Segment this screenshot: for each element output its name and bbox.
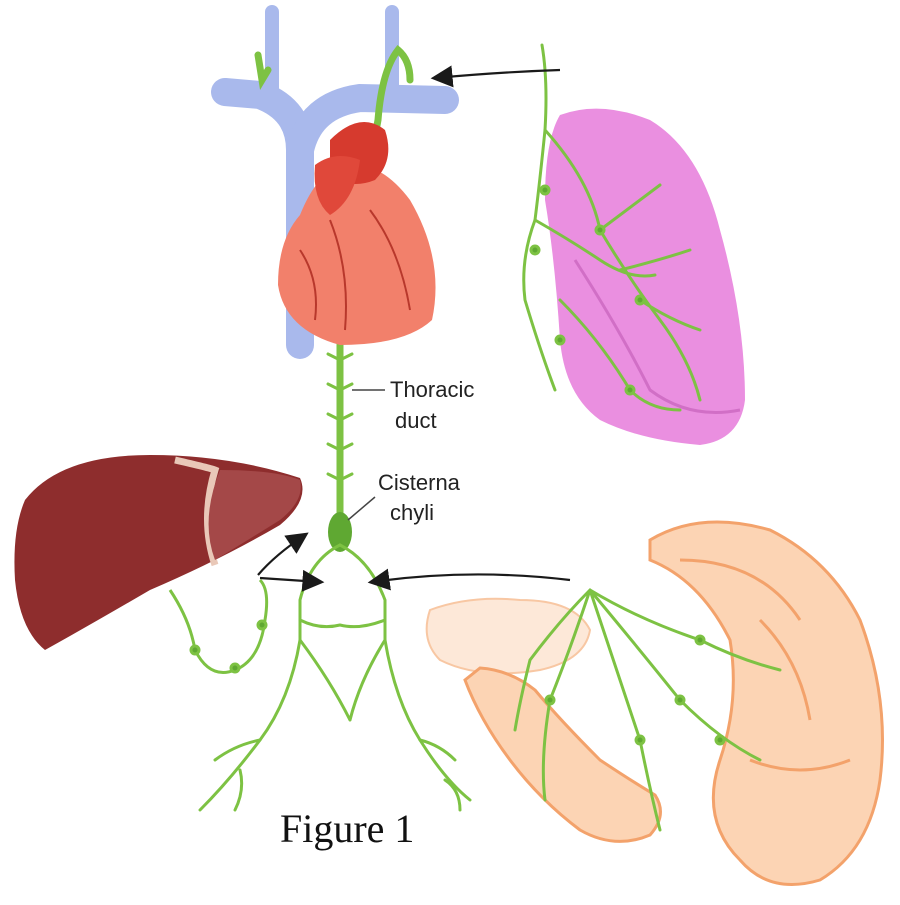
intestine-icon xyxy=(427,522,883,885)
arrow-lung-to-vein xyxy=(435,70,560,78)
arrow-liver-to-duct xyxy=(258,535,305,575)
thoracic-duct-label-line2: duct xyxy=(395,408,437,434)
lower-lymph-branches xyxy=(200,545,470,810)
thoracic-duct-label-line1: Thoracic xyxy=(390,377,474,403)
figure-caption: Figure 1 xyxy=(280,805,414,852)
cisterna-chyli-label-line2: chyli xyxy=(390,500,434,526)
arrow-liver-to-cistern xyxy=(260,578,320,582)
label-leaders xyxy=(348,390,385,520)
arrow-intestine-to-cistern xyxy=(372,574,570,582)
cisterna-chyli-label-line1: Cisterna xyxy=(378,470,460,496)
liver-lymph xyxy=(170,580,267,673)
